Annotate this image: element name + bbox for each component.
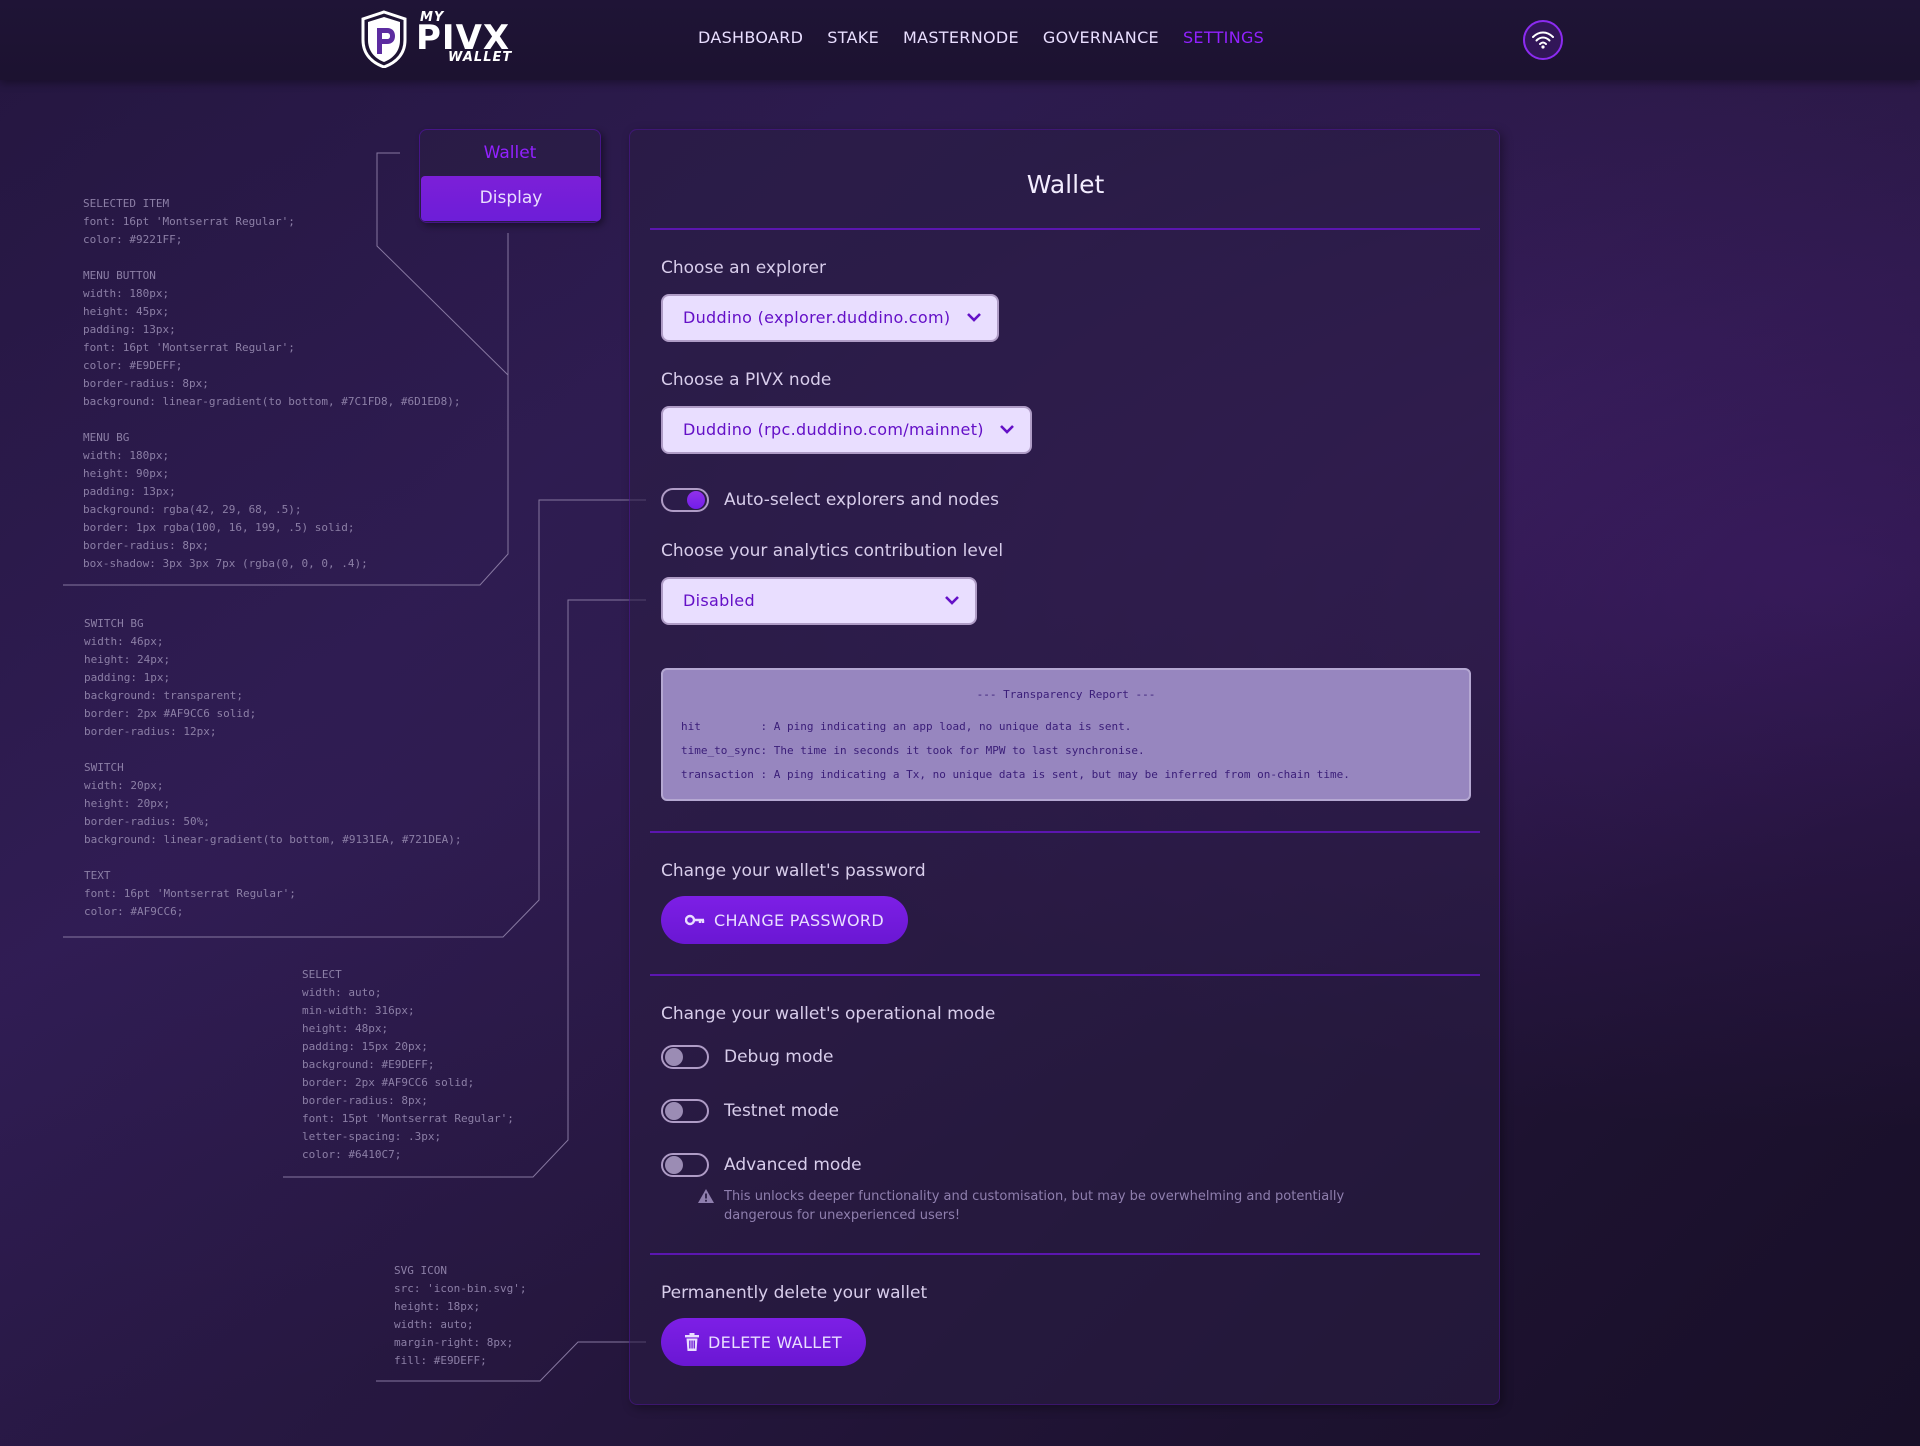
card-title: Wallet [1026,170,1105,199]
debug-mode-switch[interactable] [661,1045,709,1069]
delete-wallet-label: Permanently delete your wallet [661,1283,928,1303]
trash-icon [685,1333,699,1351]
logo-brand: PIVX [416,18,511,58]
network-status-button[interactable] [1523,20,1563,60]
advanced-mode-switch[interactable] [661,1153,709,1177]
nav-settings[interactable]: SETTINGS [1182,28,1265,47]
wifi-icon [1532,31,1554,49]
warning-icon [698,1189,714,1203]
analytics-select-value: Disabled [683,591,755,610]
annotation-menu: SELECTED ITEM font: 16pt 'Montserrat Reg… [83,197,461,570]
navbar: MY PIVX WALLET DASHBOARD STAKE MASTERNOD… [0,0,1920,80]
node-select-value: Duddino (rpc.duddino.com/mainnet) [683,420,984,439]
nav-dashboard[interactable]: DASHBOARD [698,28,804,47]
change-password-button[interactable]: CHANGE PASSWORD [661,896,908,944]
annotation-select: SELECT width: auto; min-width: 316px; he… [302,968,514,1161]
nav-masternode[interactable]: MASTERNODE [903,28,1019,47]
divider [650,831,1480,833]
report-line-time-to-sync: time_to_sync: The time in seconds it too… [681,744,1145,757]
nav-governance[interactable]: GOVERNANCE [1042,28,1159,47]
testnet-mode-switch[interactable] [661,1099,709,1123]
logo[interactable]: MY PIVX WALLET [360,10,511,68]
auto-select-switch[interactable] [661,488,709,512]
settings-menu: Wallet Display [419,129,601,223]
advanced-mode-warning-text: This unlocks deeper functionality and cu… [724,1189,1345,1223]
testnet-mode-label: Testnet mode [724,1101,839,1121]
divider [650,228,1480,230]
report-title: --- Transparency Report --- [976,688,1156,701]
explorer-select-value: Duddino (explorer.duddino.com) [683,308,951,327]
transparency-report: --- Transparency Report --- hit : A ping… [661,668,1471,801]
switch-knob [665,1102,683,1120]
explorer-label: Choose an explorer [661,258,826,278]
wallet-settings-card: Wallet Choose an explorer Duddino (explo… [629,129,1500,1405]
node-label: Choose a PIVX node [661,370,832,390]
chevron-down-icon [967,313,981,322]
logo-my: MY [420,10,445,25]
advanced-mode-label: Advanced mode [724,1155,862,1175]
delete-wallet-label-text: DELETE WALLET [708,1332,842,1352]
node-select[interactable]: Duddino (rpc.duddino.com/mainnet) [661,406,1032,454]
debug-mode-label: Debug mode [724,1047,834,1067]
key-icon [685,914,705,926]
switch-knob [665,1048,683,1066]
chevron-down-icon [1000,425,1014,434]
operational-mode-label: Change your wallet's operational mode [661,1004,996,1024]
menu-item-wallet[interactable]: Wallet [483,143,537,163]
password-label: Change your wallet's password [661,861,926,881]
annotation-switch: SWITCH BG width: 46px; height: 24px; pad… [84,617,462,918]
chevron-down-icon [945,596,959,605]
annotation-svg-icon: SVG ICON src: 'icon-bin.svg'; height: 18… [394,1264,527,1367]
logo-wallet: WALLET [448,50,513,65]
auto-select-label: Auto-select explorers and nodes [724,490,999,510]
pivx-shield-icon [361,10,407,68]
divider [650,974,1480,976]
switch-knob [665,1156,683,1174]
menu-item-display[interactable]: Display [421,176,601,221]
report-line-transaction: transaction : A ping indicating a Tx, no… [681,768,1350,781]
change-password-label: CHANGE PASSWORD [714,910,884,930]
switch-knob [687,491,705,509]
analytics-select[interactable]: Disabled [661,577,977,625]
advanced-mode-warning: This unlocks deeper functionality and cu… [698,1187,1364,1225]
delete-wallet-button[interactable]: DELETE WALLET [661,1318,866,1366]
nav-links: DASHBOARD STAKE MASTERNODE GOVERNANCE SE… [698,28,1288,47]
nav-stake[interactable]: STAKE [827,28,879,47]
analytics-label: Choose your analytics contribution level [661,541,1004,561]
report-line-hit: hit : A ping indicating an app load, no … [681,720,1132,733]
explorer-select[interactable]: Duddino (explorer.duddino.com) [661,294,999,342]
divider [650,1253,1480,1255]
